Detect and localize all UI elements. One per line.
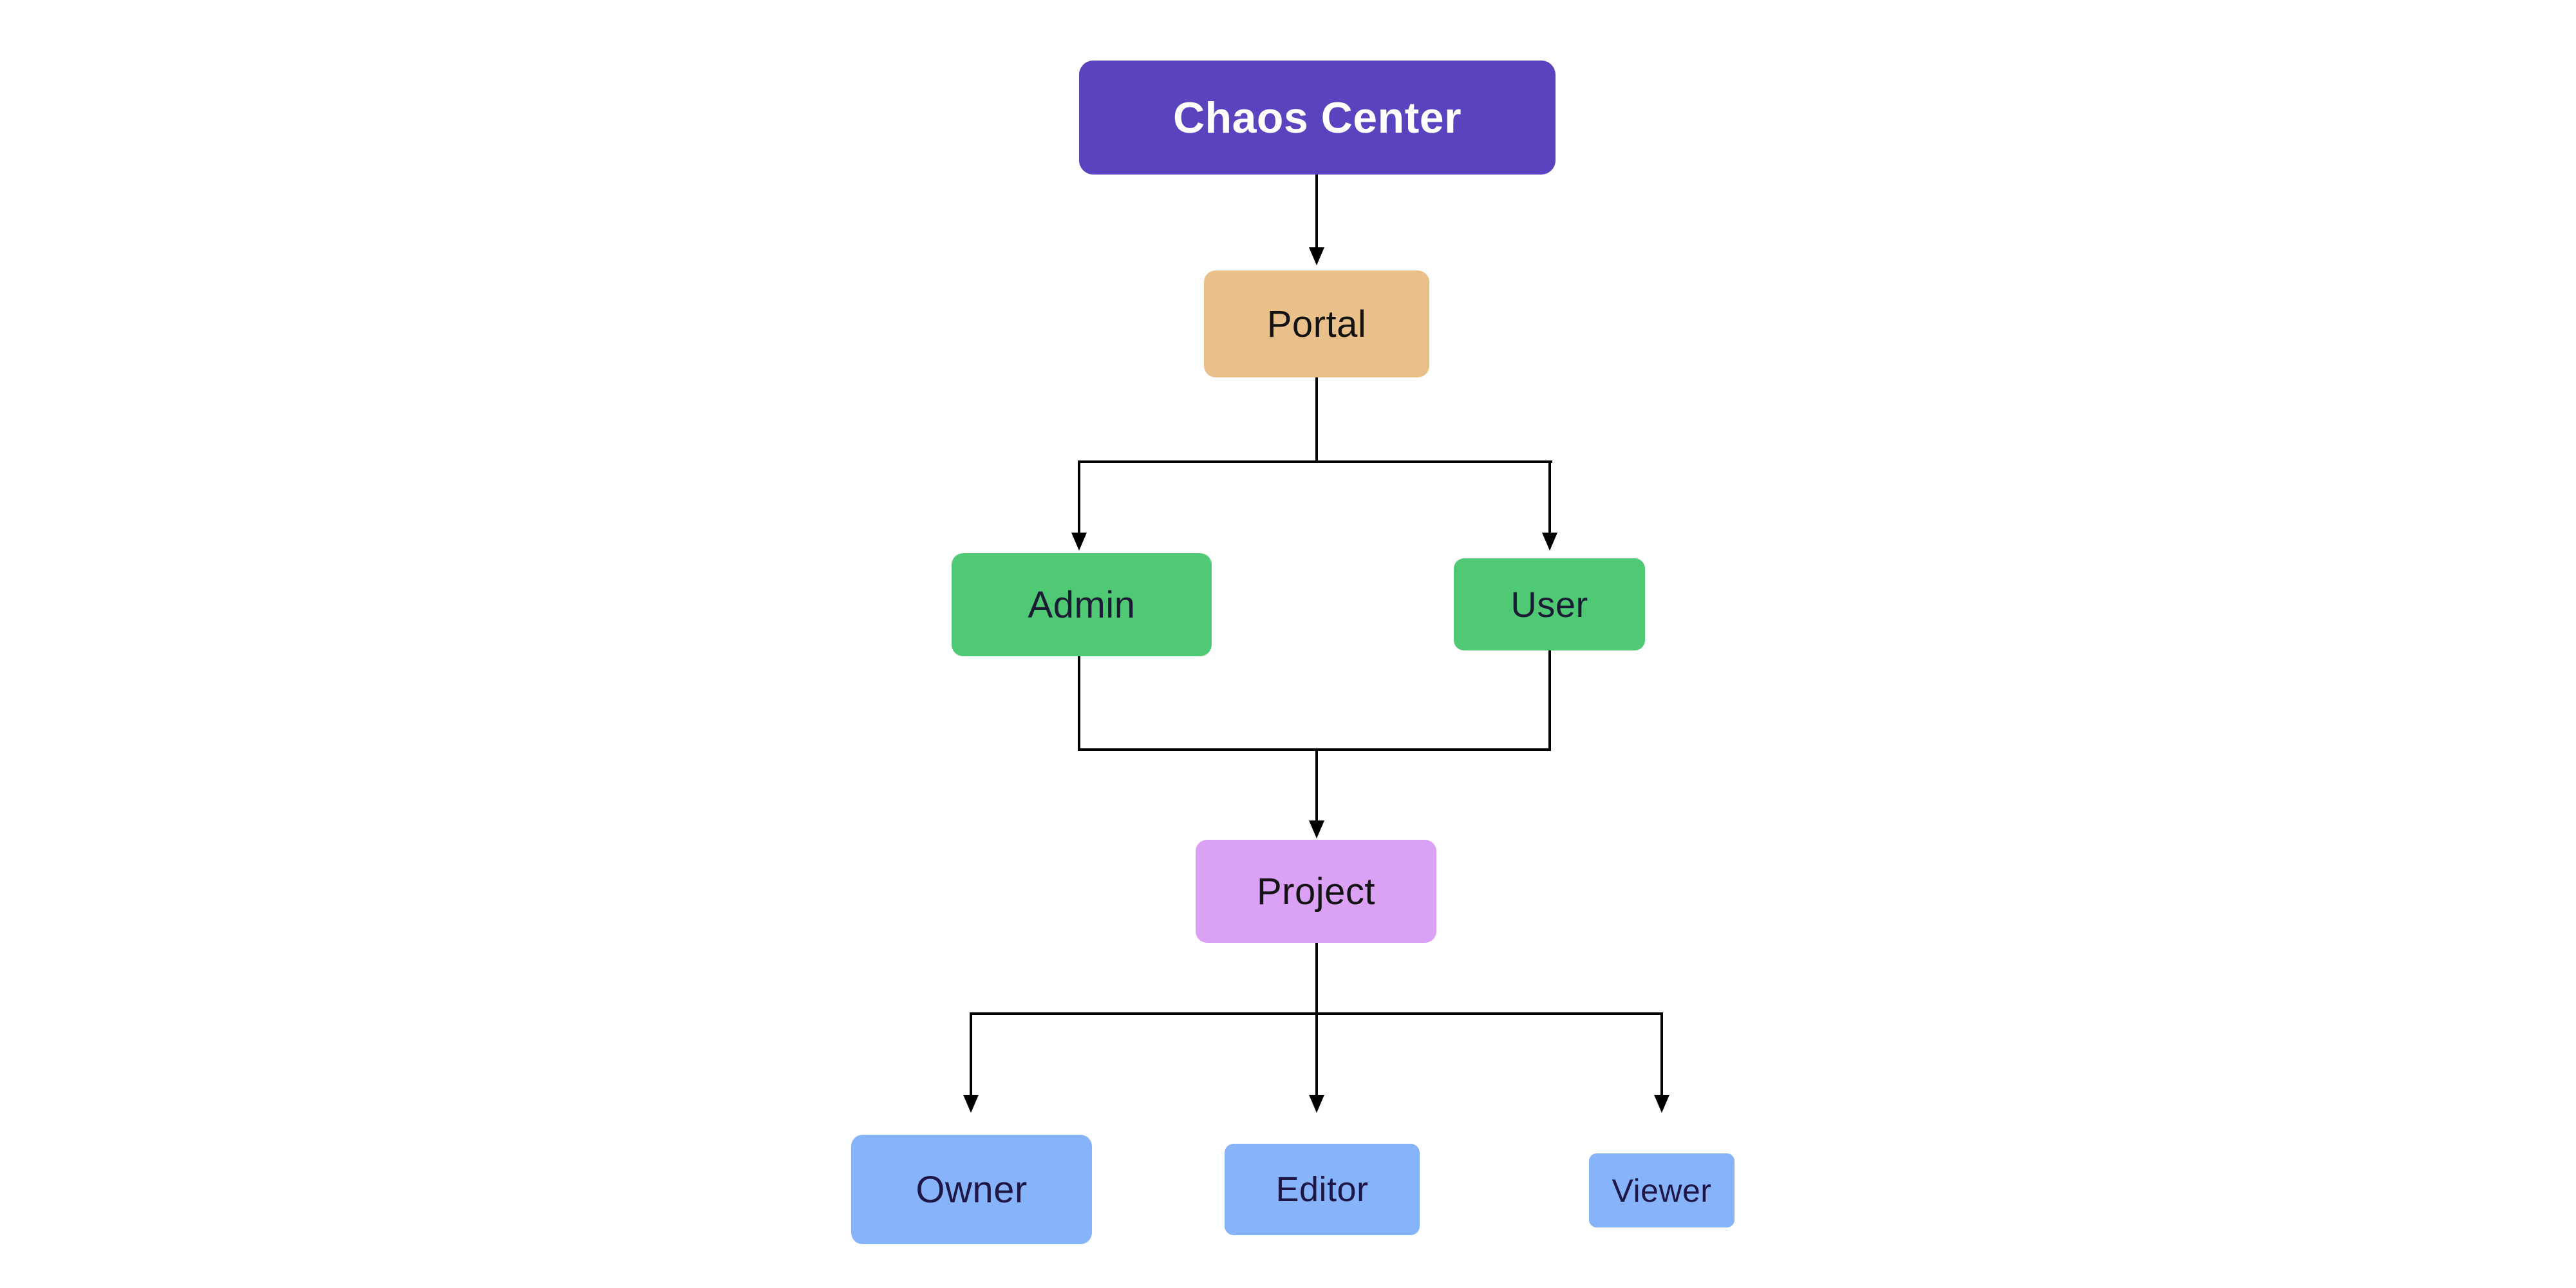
node-user: User <box>1454 558 1645 650</box>
node-admin-label: Admin <box>1028 583 1136 626</box>
node-owner-label: Owner <box>916 1168 1028 1211</box>
edge-portal-to-admin-arrowhead-icon <box>1071 533 1087 551</box>
edge-project-to-viewer-arrowhead-icon <box>1654 1095 1669 1113</box>
node-portal: Portal <box>1204 270 1429 377</box>
edge-merge-to-project-line <box>1315 748 1318 820</box>
node-owner: Owner <box>851 1135 1092 1244</box>
edge-admin-stem-line <box>1078 656 1080 751</box>
edge-project-to-editor-arrowhead-icon <box>1309 1095 1324 1113</box>
node-chaos-center-label: Chaos Center <box>1172 93 1462 142</box>
node-editor: Editor <box>1225 1144 1420 1235</box>
edge-chaos-center-to-portal-arrowhead-icon <box>1309 247 1324 265</box>
node-chaos-center: Chaos Center <box>1079 61 1556 175</box>
edge-portal-to-admin-line <box>1078 460 1080 533</box>
node-portal-label: Portal <box>1266 303 1367 345</box>
edge-project-to-editor-line <box>1315 943 1318 1095</box>
edge-user-stem-line <box>1548 650 1551 751</box>
node-viewer-label: Viewer <box>1612 1172 1712 1209</box>
edge-project-to-viewer-line <box>1660 1012 1663 1095</box>
node-user-label: User <box>1510 584 1588 625</box>
edge-portal-stem-line <box>1315 377 1318 463</box>
node-project-label: Project <box>1256 870 1375 913</box>
edge-portal-to-user-line <box>1548 460 1551 533</box>
node-project: Project <box>1196 840 1436 943</box>
edge-merge-rail-line <box>1078 748 1551 751</box>
node-editor-label: Editor <box>1275 1170 1369 1209</box>
edge-project-to-owner-line <box>970 1012 972 1095</box>
node-admin: Admin <box>952 553 1212 656</box>
edge-portal-to-user-arrowhead-icon <box>1542 533 1557 551</box>
node-viewer: Viewer <box>1589 1153 1735 1227</box>
edge-project-to-owner-arrowhead-icon <box>963 1095 979 1113</box>
edge-chaos-center-to-portal-line <box>1315 175 1318 247</box>
edge-portal-split-rail-line <box>1078 460 1552 463</box>
edge-project-split-rail-line <box>970 1012 1663 1015</box>
edge-merge-to-project-arrowhead-icon <box>1309 820 1324 838</box>
